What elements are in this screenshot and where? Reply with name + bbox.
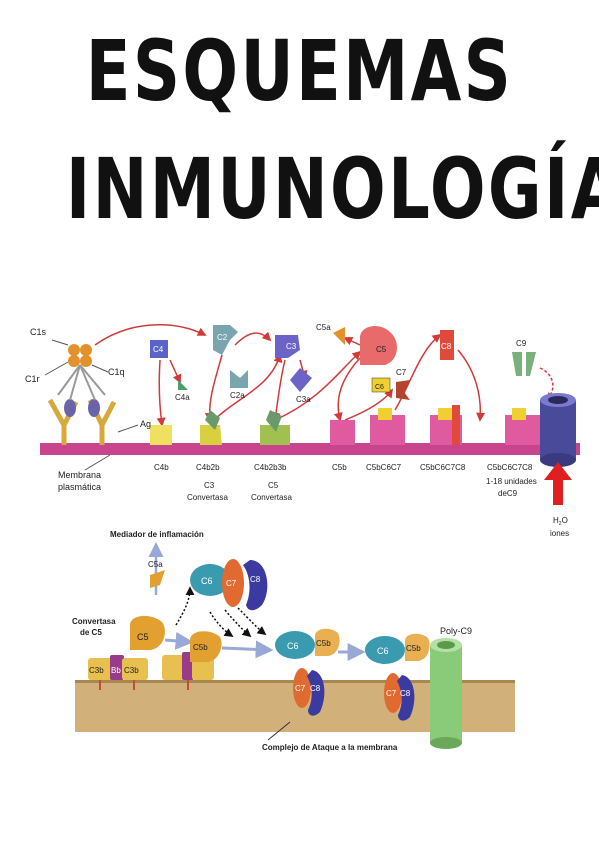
page-title-line1: ESQUEMAS xyxy=(85,22,514,120)
label-c2: C2 xyxy=(217,333,228,342)
label-c7-right: C7 xyxy=(386,689,397,698)
label-c5b-1: C5b xyxy=(193,643,208,652)
label-c8: C8 xyxy=(441,342,452,351)
label-c6: C6 xyxy=(375,384,384,391)
c4-shape xyxy=(150,340,168,358)
c5-shape xyxy=(360,326,397,365)
label-c4b2b3b: C4b2b3b xyxy=(254,463,287,472)
label-c3b-2: C3b xyxy=(124,666,139,675)
c8-shape xyxy=(440,330,454,360)
plasma-membrane xyxy=(40,443,580,455)
mac-complete-icon xyxy=(365,633,462,749)
label-c9: C9 xyxy=(516,339,527,348)
label-c3a: C3a xyxy=(296,395,311,404)
label-c6-top: C6 xyxy=(201,576,213,586)
c9-pore-icon xyxy=(540,393,576,467)
label-ag: Ag xyxy=(140,419,151,429)
c2-shape xyxy=(213,325,238,355)
label-c5a-2: C5a xyxy=(148,560,163,569)
c1-complex-icon xyxy=(44,339,109,401)
label-c4b2b: C4b2b xyxy=(196,463,220,472)
c5a-shape xyxy=(333,327,345,345)
label-poly-c9: Poly-C9 xyxy=(440,626,472,636)
c5-convertase-icon xyxy=(88,615,165,690)
label-c7: C7 xyxy=(396,368,407,377)
antibody-icon xyxy=(47,398,117,445)
label-convertasa-2: de C5 xyxy=(80,628,102,637)
label-c5: C5 xyxy=(376,345,387,354)
label-c5b: C5b xyxy=(332,463,347,472)
label-c2a: C2a xyxy=(230,391,245,400)
label-iones: iones xyxy=(550,529,569,538)
label-c5b-right: C5b xyxy=(406,644,421,653)
label-membrane-1: Membrana xyxy=(58,470,101,480)
label-convertasa-1: Convertasa xyxy=(72,617,116,626)
label-c1q: C1q xyxy=(108,367,125,377)
label-membrane-2: plasmática xyxy=(58,482,101,492)
c7-shape xyxy=(396,380,410,400)
label-c5b-mid: C5b xyxy=(316,639,331,648)
c9-shape xyxy=(512,352,536,376)
label-c5bc6c7: C5bC6C7 xyxy=(366,463,402,472)
label-c3b-1: C3b xyxy=(89,666,104,675)
label-c4b: C4b xyxy=(154,463,169,472)
label-c5bc6c7c8: C5bC6C7C8 xyxy=(420,463,466,472)
label-c1r: C1r xyxy=(25,374,40,384)
diagram-mac-formation: Mediador de inflamación C5a Convertasa d… xyxy=(72,530,515,752)
label-bb: Bb xyxy=(111,666,121,675)
c3a-shape xyxy=(290,368,312,392)
ion-flow-arrow xyxy=(544,462,572,505)
c4b2b3b-bound xyxy=(266,410,282,432)
label-c4a: C4a xyxy=(175,393,190,402)
label-c5bc6c7c8-2: C5bC6C7C8 xyxy=(487,463,533,472)
label-c7-top: C7 xyxy=(226,579,237,588)
label-c7-mid: C7 xyxy=(295,684,306,693)
mac-intermediate-icon xyxy=(275,628,340,716)
c5b-intermediate-icon xyxy=(162,631,222,690)
label-c9-units-1: 1-18 unidades xyxy=(486,477,537,486)
c4a-shape xyxy=(178,380,188,390)
c4b-bound xyxy=(150,425,172,445)
c3-shape xyxy=(275,335,300,358)
diagram-classical-pathway: C1s C1r C1q Ag Membrana plasmática C4 C4… xyxy=(25,323,580,538)
label-h2o: H2O xyxy=(553,516,568,527)
label-mediador-inflamacion: Mediador de inflamación xyxy=(110,530,204,539)
page-title-line2: INMUNOLOGÍA xyxy=(65,140,599,238)
label-c8-mid: C8 xyxy=(310,684,321,693)
c6-shape xyxy=(371,377,391,393)
label-c3-convertasa-2: Convertasa xyxy=(187,493,228,502)
label-c5-convertasa-2: Convertasa xyxy=(251,493,292,502)
label-c5-convertasa-1: C5 xyxy=(268,481,279,490)
label-complejo-ataque: Complejo de Ataque a la membrana xyxy=(262,743,398,752)
label-c9-units-2: deC9 xyxy=(498,489,518,498)
label-c3-convertasa-1: C3 xyxy=(204,481,215,490)
label-c4: C4 xyxy=(153,345,164,354)
label-c8-right: C8 xyxy=(400,689,411,698)
label-c8-top: C8 xyxy=(250,575,261,584)
label-c5-2: C5 xyxy=(137,632,149,642)
label-c5a: C5a xyxy=(316,323,331,332)
c5a-fragment xyxy=(150,570,165,588)
label-c1s: C1s xyxy=(30,327,47,337)
c6-c7-c8-free-icon xyxy=(190,559,268,611)
label-c6-mid: C6 xyxy=(287,641,299,651)
c5b-bound xyxy=(330,420,355,445)
label-c3: C3 xyxy=(286,342,297,351)
c4b2b-bound xyxy=(205,410,220,430)
c2a-shape xyxy=(230,370,248,388)
label-c6-right: C6 xyxy=(377,646,389,656)
